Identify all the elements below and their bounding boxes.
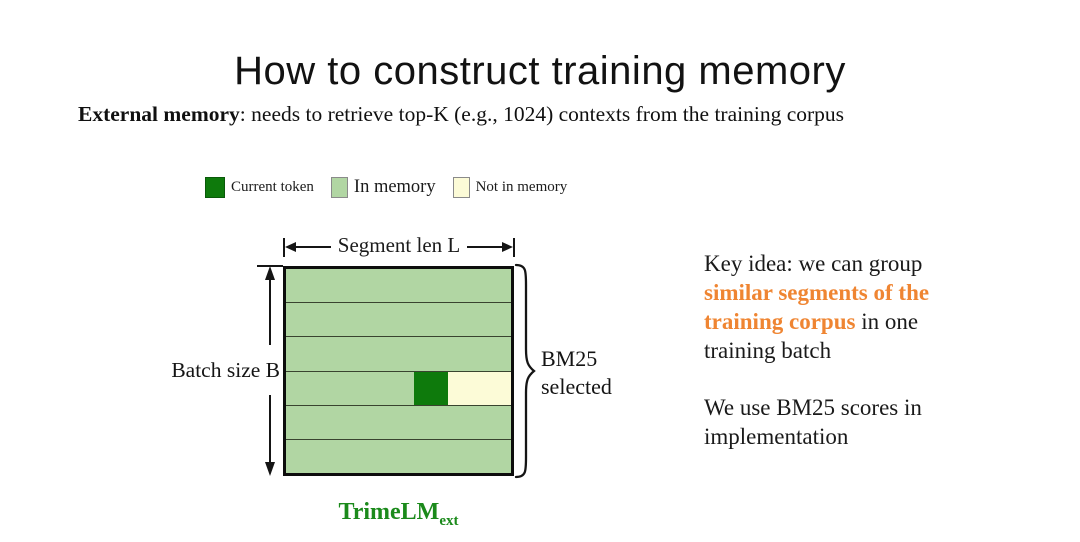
memory-grid (283, 266, 514, 476)
segment-length-label: Segment len L (337, 232, 461, 257)
key-idea-paragraph: Key idea: we can group similar segments … (704, 249, 986, 365)
grid-row (286, 336, 511, 370)
notes-block: Key idea: we can group similar segments … (704, 249, 986, 451)
legend-item-in-memory: In memory (330, 177, 436, 198)
grid-row (286, 438, 511, 473)
measure-line (467, 246, 503, 248)
arrow-left-icon (285, 242, 296, 252)
current-token-swatch (205, 177, 225, 198)
legend-item-current-token: Current token (205, 177, 314, 198)
external-memory-note: External memory: needs to retrieve top-K… (78, 102, 844, 127)
legend-label: Not in memory (475, 179, 568, 195)
bm25-note-paragraph: We use BM25 scores in implementation (704, 395, 922, 449)
key-idea-prefix: Key idea: we can group (704, 251, 923, 276)
model-name: TrimeLM (338, 499, 440, 525)
in-memory-segment (286, 371, 415, 405)
key-idea-highlight: similar segments of the training corpus (704, 280, 930, 334)
bm25-selected-label: BM25 selected (541, 346, 612, 399)
arrow-right-icon (502, 242, 514, 252)
slide-title: How to construct training memory (234, 48, 846, 93)
measure-line (296, 246, 331, 248)
measure-endbar-right (513, 237, 516, 257)
legend-label: In memory (353, 177, 436, 197)
external-memory-term: External memory (78, 102, 240, 126)
key-idea-suffix: in one training batch (704, 309, 919, 363)
batch-size-label: Batch size B (171, 358, 280, 382)
in-memory-swatch (330, 177, 348, 198)
model-name-subscript: ext (439, 512, 459, 529)
current-token-cell (414, 371, 448, 405)
grid-row (286, 370, 511, 405)
not-in-memory-segment (447, 371, 511, 405)
segment-length-measure: Segment len L (283, 232, 516, 260)
measure-endbar-left (283, 237, 285, 257)
not-in-memory-swatch (452, 177, 470, 198)
grid-row (286, 404, 511, 439)
external-memory-text: : needs to retrieve top-K (e.g., 1024) c… (239, 102, 845, 126)
right-brace (514, 263, 536, 479)
model-caption: TrimeLMext (283, 499, 514, 530)
batch-size-arrow (257, 265, 283, 476)
legend-item-not-in-memory: Not in memory (452, 177, 568, 198)
legend-label: Current token (231, 179, 314, 195)
grid-row (286, 302, 511, 336)
grid-row (286, 269, 511, 302)
legend: Current token In memory Not in memory (205, 177, 567, 198)
